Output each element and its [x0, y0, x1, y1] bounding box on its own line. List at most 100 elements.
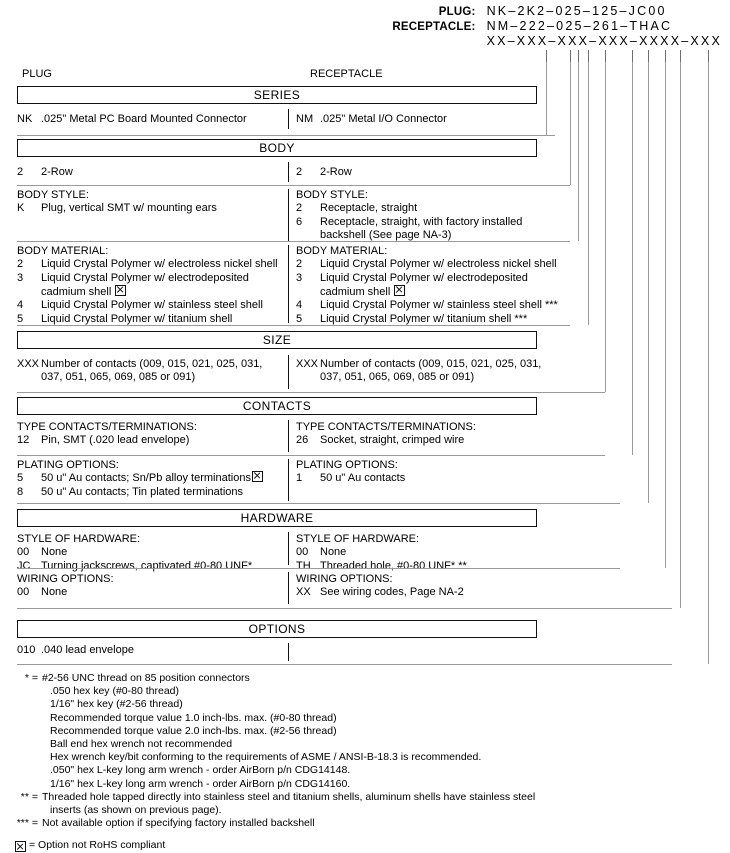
footnote-line: 1/16" hex L-key long arm wrench - order …	[50, 777, 351, 790]
column-divider-hardware-style	[288, 532, 289, 565]
option-row: 12 Pin, SMT (.020 lead envelope)	[17, 433, 197, 447]
rohs-noncompliant-icon	[115, 285, 127, 296]
leader-line-6	[648, 62, 649, 503]
option-group-heading: WIRING OPTIONS:	[296, 573, 393, 585]
option-description: Receptacle, straight, with factory insta…	[320, 216, 523, 228]
option-group-heading: WIRING OPTIONS:	[17, 573, 114, 585]
footnote-line: #2-56 UNC thread on 85 position connecto…	[42, 672, 250, 684]
option-description: Pin, SMT (.020 lead envelope)	[41, 434, 190, 446]
option-code: K	[17, 202, 25, 214]
option-description: Liquid Crystal Polymer w/ stainless stee…	[320, 299, 558, 311]
section-header-options: OPTIONS	[17, 620, 537, 638]
leader-line-8	[680, 62, 681, 608]
column-divider-series	[288, 109, 289, 129]
option-description-continued: cadmium shell	[17, 285, 278, 298]
option-code: 2	[17, 166, 24, 178]
section-header-size: SIZE	[17, 331, 537, 349]
divider-options-footnotes	[17, 664, 672, 665]
divider-bodystyle-bodymaterial	[17, 241, 570, 242]
option-description: Plug, vertical SMT w/ mounting ears	[41, 202, 217, 214]
part-number-receptacle-label: RECEPTACLE:	[392, 21, 476, 33]
option-group-heading: PLATING OPTIONS:	[17, 459, 119, 471]
part-number-mask-row: XX–XXX–XXX–XXX–XXXX–XXX	[371, 34, 722, 49]
option-group-heading: PLATING OPTIONS:	[296, 459, 398, 471]
option-row: NM.025" Metal I/O Connector	[296, 112, 447, 126]
part-number-tick-1	[570, 50, 571, 62]
body-row-options-plug: 2 2-Row	[17, 165, 73, 179]
option-code: 5	[17, 313, 24, 325]
option-description: Liquid Crystal Polymer w/ electrodeposit…	[41, 272, 249, 284]
part-number-plug-label: PLUG:	[438, 6, 476, 18]
option-code: 3	[296, 272, 303, 284]
option-description: Liquid Crystal Polymer w/ stainless stee…	[41, 299, 263, 311]
option-code: 2	[296, 166, 303, 178]
part-number-tick-6	[648, 50, 649, 62]
footnote-rohs-legend: = Option not RoHS compliant	[29, 839, 166, 852]
part-number-tick-8	[680, 50, 681, 62]
option-code: XXX	[17, 358, 40, 370]
column-divider-contacts-type	[288, 420, 289, 452]
column-caption-receptacle: RECEPTACLE	[310, 68, 383, 80]
option-group-heading: TYPE CONTACTS/TERMINATIONS:	[17, 421, 197, 433]
column-divider-plating	[288, 459, 289, 501]
option-code: 12	[17, 434, 30, 446]
footnote-marker-triple-star: *** =	[16, 817, 38, 830]
option-group-heading: BODY MATERIAL:	[17, 245, 109, 257]
option-row: 2 2-Row	[296, 165, 352, 179]
option-code: 5	[17, 472, 24, 484]
leader-line-1	[570, 62, 571, 185]
part-number-tick-4	[605, 50, 606, 62]
column-caption-plug: PLUG	[22, 68, 52, 80]
series-options-receptacle: NM.025" Metal I/O Connector	[296, 112, 447, 126]
divider-size-contacts	[17, 392, 605, 393]
option-description: Liquid Crystal Polymer w/ electrodeposit…	[320, 272, 528, 284]
option-code: 00	[296, 546, 309, 558]
rohs-noncompliant-icon	[15, 841, 26, 853]
column-divider-wiring	[288, 572, 289, 604]
option-group-heading: BODY STYLE:	[17, 189, 89, 201]
option-description-continued: cadmium shell	[296, 285, 558, 298]
part-number-plug-value: NK–2K2–025–125–JC00	[486, 4, 667, 18]
option-code: 4	[296, 299, 303, 311]
option-description: .025" Metal I/O Connector	[320, 113, 447, 125]
option-description: 50 u" Au contacts	[320, 472, 406, 484]
option-description: Socket, straight, crimped wire	[320, 434, 465, 446]
part-number-header: PLUG: NK–2K2–025–125–JC00 RECEPTACLE: NM…	[371, 4, 722, 49]
part-number-tick-0	[546, 50, 547, 62]
option-description: 2-Row	[41, 166, 73, 178]
divider-contacttype-plating	[17, 455, 605, 456]
option-description: Receptacle, straight	[320, 202, 418, 214]
section-header-series: SERIES	[17, 86, 537, 104]
divider-series-body	[17, 135, 555, 136]
footnote-line: Recommended torque value 1.0 inch-lbs. m…	[50, 711, 337, 724]
option-group-heading: STYLE OF HARDWARE:	[17, 533, 141, 545]
part-number-tick-7	[665, 50, 666, 62]
column-divider-body-material	[288, 245, 289, 323]
option-code: 6	[296, 216, 303, 228]
column-divider-body-style	[288, 189, 289, 241]
part-number-receptacle-row: RECEPTACLE: NM–222–025–261–THAC	[371, 19, 722, 34]
option-description: 2-Row	[320, 166, 352, 178]
option-code: XXX	[296, 358, 319, 370]
part-number-mask-value: XX–XXX–XXX–XXX–XXXX–XXX	[486, 34, 722, 48]
section-header-contacts: CONTACTS	[17, 397, 537, 415]
option-code: 2	[17, 258, 24, 270]
column-divider-body-row	[288, 162, 289, 182]
option-description-continued: 037, 051, 065, 069, 085 or 091)	[320, 371, 475, 383]
body-style-options-plug: BODY STYLE:K Plug, vertical SMT w/ mounti…	[17, 189, 217, 215]
